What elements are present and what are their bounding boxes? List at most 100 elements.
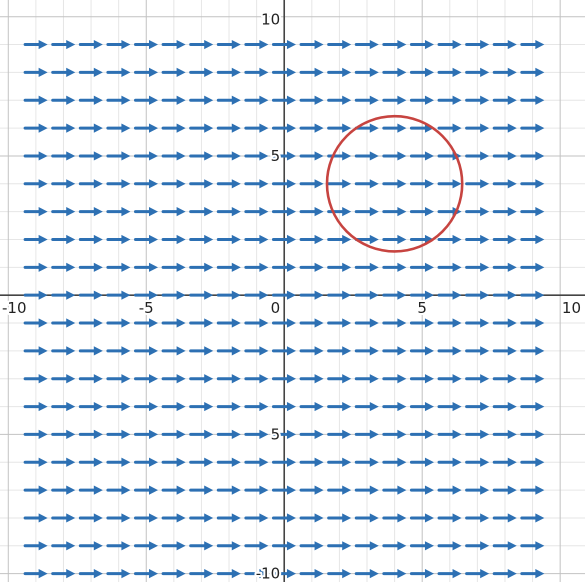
vector-arrow (492, 290, 517, 300)
vector-arrow (216, 207, 241, 217)
vector-arrow (271, 513, 296, 523)
vector-arrow (465, 569, 490, 579)
y-tick-label: 5 (271, 425, 281, 443)
vector-arrow (244, 207, 269, 217)
vector-arrow (23, 290, 48, 300)
vector-arrow (382, 151, 407, 161)
vector-arrow (409, 207, 434, 217)
vector-arrow (409, 429, 434, 440)
vector-arrow (354, 179, 379, 189)
vector-arrow (189, 179, 214, 189)
vector-arrow (299, 95, 324, 105)
vector-arrow (354, 346, 379, 356)
vector-arrow (465, 457, 490, 467)
vector-arrow (161, 485, 186, 495)
vector-arrow (465, 234, 490, 245)
y-tick-label: 10 (261, 11, 280, 29)
vector-arrow (244, 374, 269, 384)
vector-arrow (244, 67, 269, 78)
vector-arrow (437, 39, 462, 50)
vector-arrow (299, 67, 324, 78)
vector-arrow (465, 485, 490, 495)
vector-arrow (23, 429, 48, 440)
vector-arrow (189, 262, 214, 272)
vector-arrow (51, 123, 76, 133)
vector-arrow (465, 513, 490, 523)
vector-arrow (271, 179, 296, 189)
vector-arrow (327, 569, 352, 579)
vector-arrow (244, 346, 269, 356)
vector-arrow (189, 513, 214, 523)
vector-arrow (492, 123, 517, 133)
vector-arrow (161, 234, 186, 245)
vector-arrow (409, 179, 434, 189)
vector-arrow (271, 429, 296, 440)
vector-arrow (244, 457, 269, 467)
vector-arrow (161, 123, 186, 133)
vector-arrow (189, 569, 214, 579)
vector-arrow (23, 318, 48, 328)
vector-arrow (382, 374, 407, 384)
vector-arrow (216, 318, 241, 328)
vector-arrow (299, 179, 324, 189)
vector-arrow (409, 95, 434, 105)
vector-arrow (189, 234, 214, 245)
vector-arrow (492, 39, 517, 50)
vector-arrow (299, 429, 324, 440)
vector-arrow (78, 457, 103, 467)
vector-arrow (23, 513, 48, 523)
vector-arrow (78, 67, 103, 78)
vector-arrow (189, 485, 214, 495)
vector-arrow (51, 457, 76, 467)
vector-arrow (106, 39, 131, 50)
vector-arrow (133, 346, 159, 356)
vector-arrow (492, 179, 517, 189)
vector-arrow (106, 401, 131, 412)
vector-arrow (409, 39, 434, 50)
vector-arrow (216, 95, 241, 105)
vector-arrow (161, 95, 186, 105)
vector-arrow (409, 67, 434, 78)
vector-arrow (51, 234, 76, 245)
vector-arrow (409, 234, 434, 245)
vector-arrow (161, 513, 186, 523)
vector-arrow (51, 67, 76, 78)
vector-arrow (465, 151, 490, 161)
vector-arrow (437, 513, 462, 523)
vector-arrow (437, 262, 462, 272)
vector-arrow (51, 513, 76, 523)
vector-arrow (51, 95, 76, 105)
vector-arrow (244, 151, 269, 161)
vector-arrow (465, 374, 490, 384)
vector-arrow (382, 234, 407, 245)
vector-arrow (216, 513, 241, 523)
vector-arrow (299, 207, 324, 217)
vector-arrow (492, 207, 517, 217)
vector-arrow (244, 318, 269, 328)
vector-arrow (437, 541, 462, 551)
vector-arrow (520, 541, 545, 551)
vector-arrow (299, 39, 324, 50)
vector-arrow (161, 457, 186, 467)
vector-arrow (23, 151, 48, 161)
vector-arrow (244, 179, 269, 189)
vector-arrow (23, 67, 48, 78)
vector-arrow (51, 401, 76, 412)
vector-arrow (299, 151, 324, 161)
vector-arrow (382, 67, 407, 78)
vector-arrow (465, 318, 490, 328)
circle-curve-path (325, 114, 464, 253)
vector-arrow (271, 234, 296, 245)
vector-arrow (465, 207, 490, 217)
vector-arrow (271, 262, 296, 272)
vector-arrow (354, 429, 379, 440)
vector-arrow (133, 179, 159, 189)
vector-arrow (78, 262, 103, 272)
vector-arrow (492, 67, 517, 78)
vector-arrow (327, 457, 352, 467)
vector-arrow (327, 67, 352, 78)
vector-arrow (520, 179, 545, 189)
vector-arrow (409, 262, 434, 272)
vector-arrow (78, 569, 103, 579)
vector-arrow (189, 290, 214, 300)
